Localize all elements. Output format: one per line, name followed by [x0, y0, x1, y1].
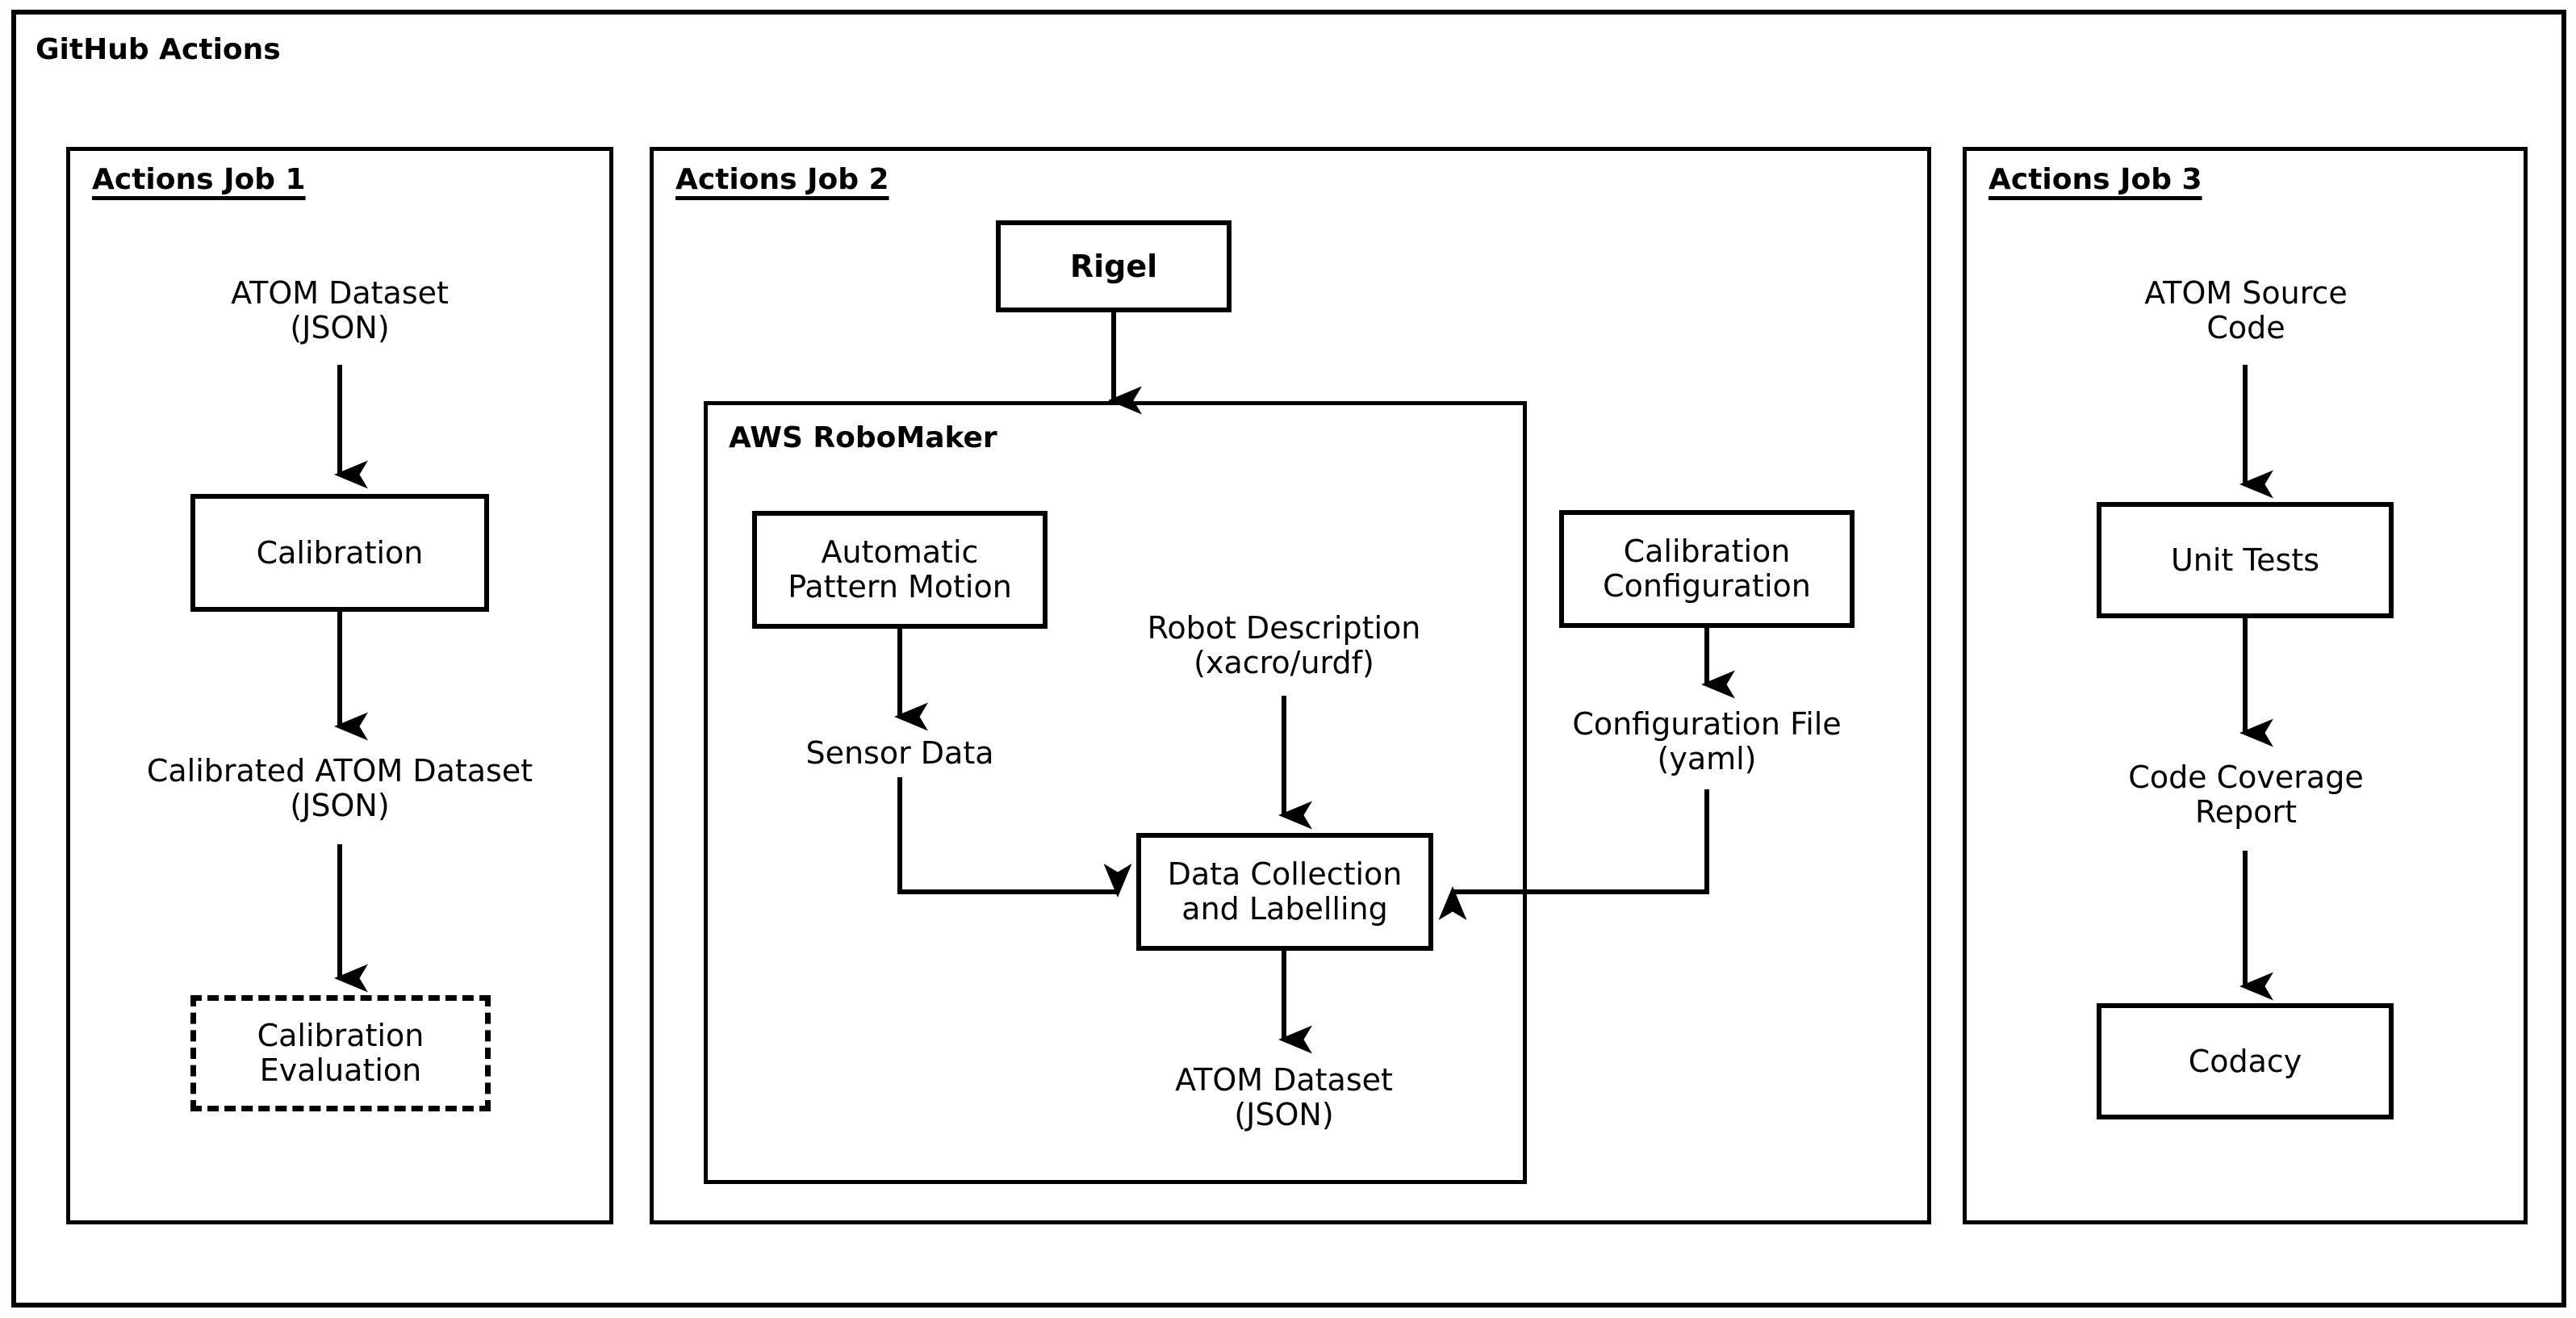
- rigel-box[interactable]: Rigel: [996, 220, 1232, 312]
- actions-job-1-frame: [66, 147, 613, 1224]
- calibration-configuration-box[interactable]: Calibration Configuration: [1559, 510, 1855, 628]
- atom-source-code-label: ATOM Source Code: [2144, 275, 2348, 345]
- actions-job-2-title: Actions Job 2: [675, 163, 889, 196]
- code-coverage-report-label: Code Coverage Report: [2128, 759, 2364, 830]
- github-actions-title: GitHub Actions: [36, 33, 281, 66]
- calibration-box[interactable]: Calibration: [190, 494, 489, 612]
- actions-job-3-title: Actions Job 3: [1988, 163, 2202, 196]
- actions-job-1-title: Actions Job 1: [92, 163, 306, 196]
- sensor-data-label: Sensor Data: [805, 734, 994, 771]
- data-collection-and-labelling-box[interactable]: Data Collection and Labelling: [1136, 833, 1433, 951]
- actions-job-2-frame: [650, 147, 1931, 1224]
- aws-robomaker-title: AWS RoboMaker: [729, 421, 997, 454]
- github-actions-frame: [11, 10, 2566, 1308]
- codacy-box[interactable]: Codacy: [2097, 1003, 2394, 1119]
- configuration-file-label: Configuration File (yaml): [1572, 706, 1842, 776]
- automatic-pattern-motion-box[interactable]: Automatic Pattern Motion: [752, 511, 1048, 629]
- atom-dataset-label: ATOM Dataset (JSON): [231, 275, 449, 345]
- robot-description-label: Robot Description (xacro/urdf): [1147, 610, 1421, 680]
- calibrated-atom-dataset-label: Calibrated ATOM Dataset (JSON): [146, 753, 533, 823]
- calibration-evaluation-box[interactable]: Calibration Evaluation: [190, 995, 491, 1111]
- unit-tests-box[interactable]: Unit Tests: [2097, 502, 2394, 618]
- actions-job-3-frame: [1963, 147, 2528, 1224]
- atom-dataset-output-label: ATOM Dataset (JSON): [1175, 1062, 1393, 1132]
